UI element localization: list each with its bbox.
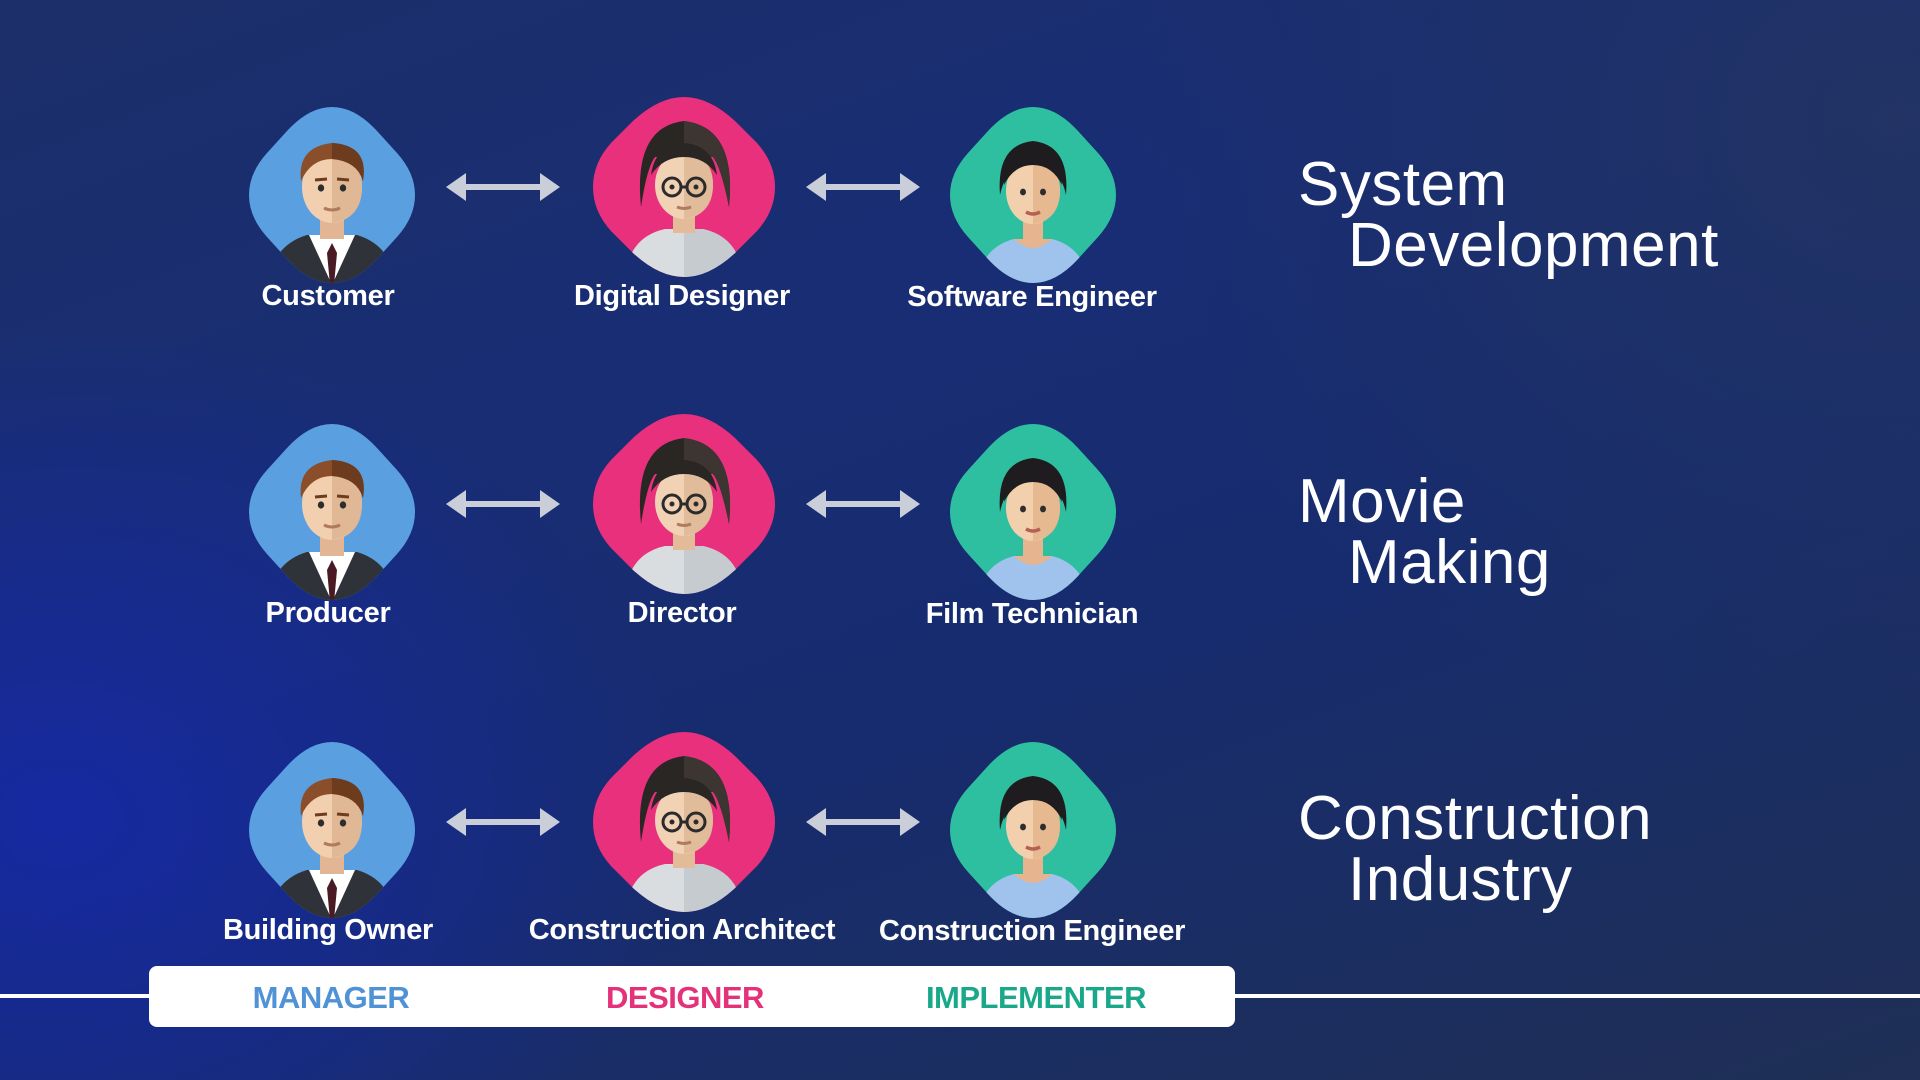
double-arrow-icon bbox=[804, 802, 922, 842]
implementer-role-label: Film Technician bbox=[925, 598, 1139, 630]
businessman-avatar-icon bbox=[237, 412, 427, 602]
row-system-development: Customer Digital Designer Software Engin… bbox=[0, 85, 1920, 345]
role-legend: MANAGER DESIGNER IMPLEMENTER bbox=[149, 966, 1235, 1027]
designer-role-label: Digital Designer bbox=[574, 280, 790, 312]
row-movie-making: Producer Director Film Technician bbox=[0, 402, 1920, 662]
woman-avatar-icon bbox=[938, 730, 1128, 920]
woman-avatar-icon bbox=[938, 412, 1128, 602]
double-arrow-icon bbox=[444, 802, 562, 842]
section-title-line2: Making bbox=[1348, 528, 1551, 597]
row-construction-industry: Building Owner Construction Architect Co… bbox=[0, 720, 1920, 980]
section-title-line2: Industry bbox=[1348, 845, 1573, 914]
section-title-line1: Construction bbox=[1298, 784, 1653, 853]
implementer-role-label: Software Engineer bbox=[907, 281, 1157, 313]
businessman-avatar-icon bbox=[237, 95, 427, 285]
legend-implementer: IMPLEMENTER bbox=[925, 980, 1147, 1015]
section-title-system-development: System Development bbox=[1298, 154, 1719, 280]
designer-role-label: Director bbox=[627, 597, 737, 629]
section-title-line1: Movie bbox=[1298, 467, 1466, 536]
designer-avatar-icon bbox=[589, 722, 779, 912]
double-arrow-icon bbox=[444, 484, 562, 524]
manager-role-label: Building Owner bbox=[222, 914, 434, 946]
woman-avatar-icon bbox=[938, 95, 1128, 285]
designer-avatar-icon bbox=[589, 87, 779, 277]
legend-designer: DESIGNER bbox=[606, 980, 764, 1015]
section-title-line2: Development bbox=[1348, 211, 1719, 280]
manager-role-label: Producer bbox=[265, 597, 391, 629]
double-arrow-icon bbox=[804, 484, 922, 524]
section-title-construction-industry: Construction Industry bbox=[1298, 788, 1652, 914]
section-title-movie-making: Movie Making bbox=[1298, 471, 1551, 597]
designer-role-label: Construction Architect bbox=[528, 914, 836, 946]
designer-avatar-icon bbox=[589, 404, 779, 594]
double-arrow-icon bbox=[804, 167, 922, 207]
section-title-line1: System bbox=[1298, 150, 1508, 219]
legend-manager: MANAGER bbox=[252, 980, 410, 1015]
implementer-role-label: Construction Engineer bbox=[878, 915, 1186, 947]
businessman-avatar-icon bbox=[237, 730, 427, 920]
manager-role-label: Customer bbox=[261, 280, 395, 312]
double-arrow-icon bbox=[444, 167, 562, 207]
